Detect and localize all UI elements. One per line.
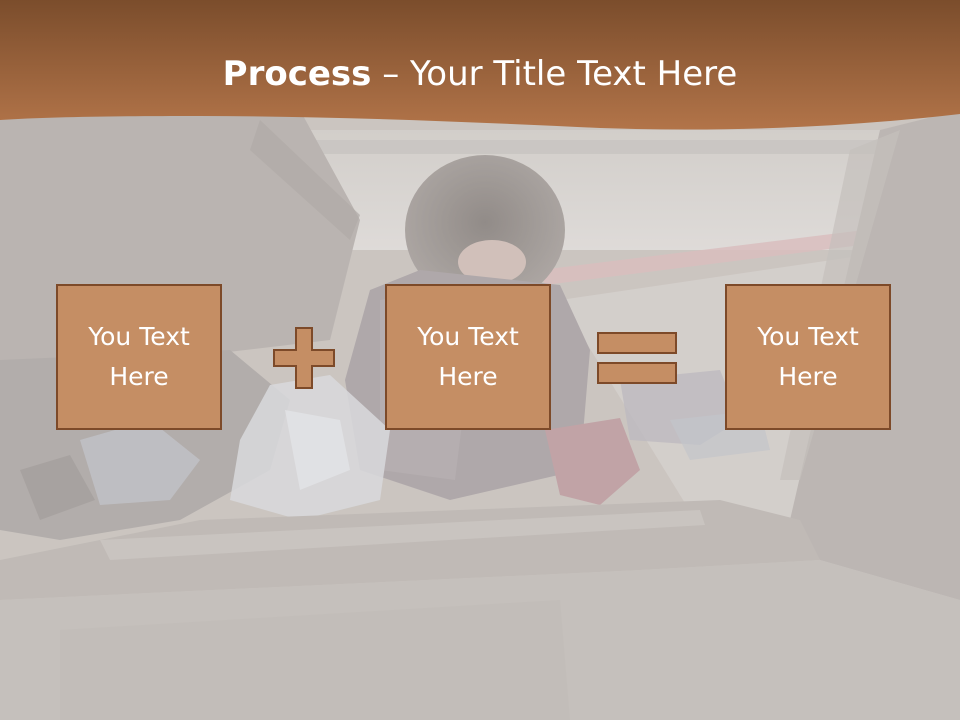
title-separator: – (371, 54, 411, 94)
equals-icon (597, 332, 677, 384)
process-box-2-text: You Text Here (417, 322, 519, 391)
process-box-3-text: You Text Here (757, 322, 859, 391)
plus-icon (273, 327, 335, 389)
slide-title: Process – Your Title Text Here (0, 52, 960, 96)
process-box-1-text: You Text Here (88, 322, 190, 391)
process-box-2: You Text Here (385, 284, 551, 430)
process-box-1: You Text Here (56, 284, 222, 430)
title-bold-part: Process (222, 54, 372, 94)
process-box-3: You Text Here (725, 284, 891, 430)
title-text-part: Your Title Text Here (410, 54, 738, 94)
